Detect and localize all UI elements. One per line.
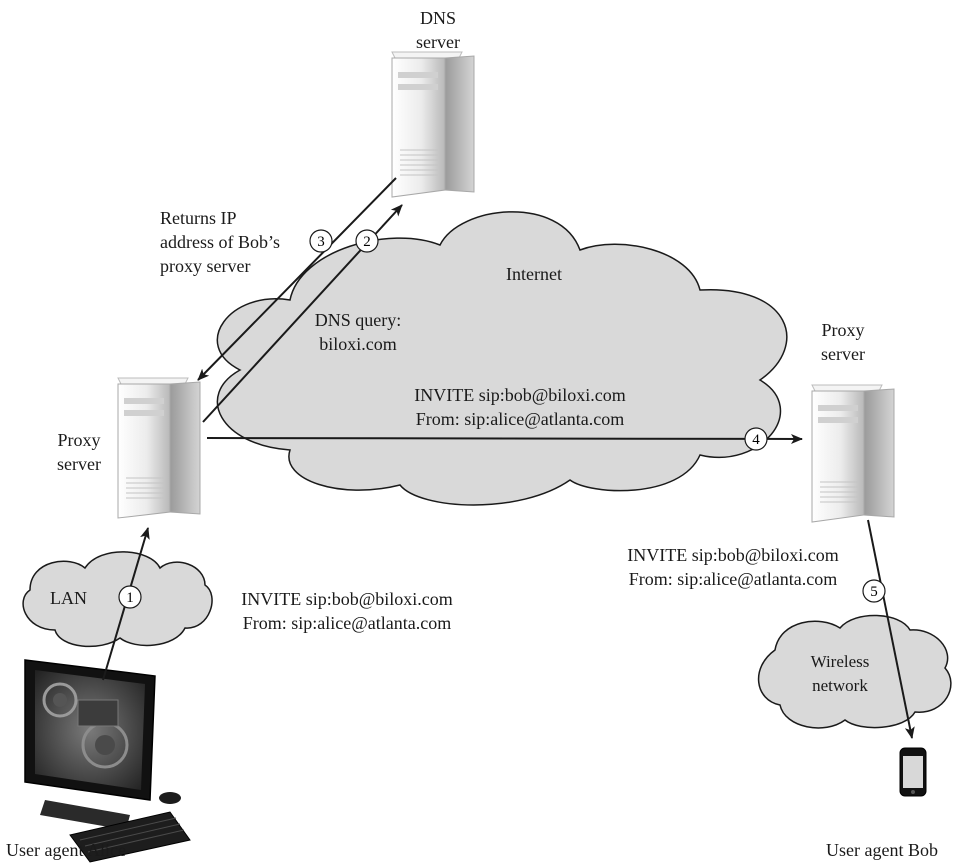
invite-lan-label: INVITE sip:bob@biloxi.com From: sip:alic… — [212, 587, 482, 635]
lan-cloud — [22, 551, 213, 648]
alice-label: User agent Alice — [6, 840, 126, 860]
wireless-label-line2: network — [812, 676, 868, 695]
dns-query-line2: biloxi.com — [319, 334, 397, 354]
bob-phone-icon — [899, 747, 927, 797]
bob-proxy-server-icon — [811, 384, 895, 523]
arrow-step-3 — [197, 177, 397, 381]
invite-wireless-label: INVITE sip:bob@biloxi.com From: sip:alic… — [598, 543, 868, 591]
arrow-step-4 — [206, 433, 803, 444]
invite-lan-line2: From: sip:alice@atlanta.com — [242, 613, 452, 633]
svg-text:1: 1 — [126, 590, 134, 606]
bob-proxy-label: Proxy server — [810, 318, 876, 366]
arrow-step-5 — [867, 519, 915, 739]
invite-internet-label: INVITE sip:bob@biloxi.com From: sip:alic… — [380, 383, 660, 431]
alice-proxy-label-line1: Proxy — [57, 430, 101, 450]
dns-reply-label: Returns IP address of Bob’s proxy server — [160, 206, 280, 278]
svg-text:3: 3 — [317, 234, 325, 250]
lan-label: LAN — [50, 588, 87, 608]
svg-text:4: 4 — [752, 432, 760, 448]
step-2-marker: 2 — [355, 229, 379, 253]
dns-server-label-line2: server — [416, 32, 460, 52]
step-markers: 1 2 3 4 5 — [118, 229, 886, 609]
wireless-cloud — [758, 614, 952, 729]
step-3-marker: 3 — [309, 229, 333, 253]
invite-wireless-line2: From: sip:alice@atlanta.com — [628, 569, 838, 589]
step-5-marker: 5 — [862, 579, 886, 603]
invite-wireless-line1: INVITE sip:bob@biloxi.com — [627, 545, 839, 565]
alice-proxy-label-line2: server — [57, 454, 101, 474]
svg-text:5: 5 — [870, 584, 878, 600]
alice-proxy-server-icon — [117, 377, 201, 519]
wireless-label: Wireless network — [790, 650, 890, 698]
invite-internet-line1: INVITE sip:bob@biloxi.com — [414, 385, 626, 405]
invite-internet-line2: From: sip:alice@atlanta.com — [415, 409, 625, 429]
dns-server-icon — [391, 51, 475, 198]
dns-reply-line2: address of Bob’s — [160, 232, 280, 252]
bob-label: User agent Bob — [826, 840, 938, 860]
step-4-marker: 4 — [744, 427, 768, 451]
alice-proxy-label: Proxy server — [46, 428, 112, 476]
bob-proxy-label-line1: Proxy — [821, 320, 865, 340]
wireless-label-line1: Wireless — [810, 652, 870, 671]
internet-cloud — [216, 211, 788, 506]
dns-reply-line1: Returns IP — [160, 208, 237, 228]
invite-lan-line1: INVITE sip:bob@biloxi.com — [241, 589, 453, 609]
dns-query-line1: DNS query: — [314, 310, 402, 330]
bob-proxy-label-line2: server — [821, 344, 865, 364]
svg-text:2: 2 — [363, 234, 371, 250]
dns-server-label-line1: DNS — [419, 8, 456, 28]
step-1-marker: 1 — [118, 585, 142, 609]
alice-computer-icon — [24, 659, 191, 863]
dns-query-label: DNS query: biloxi.com — [308, 308, 408, 356]
internet-label: Internet — [506, 264, 562, 284]
dns-server-label: DNS server — [400, 6, 476, 54]
dns-reply-line3: proxy server — [160, 256, 251, 276]
